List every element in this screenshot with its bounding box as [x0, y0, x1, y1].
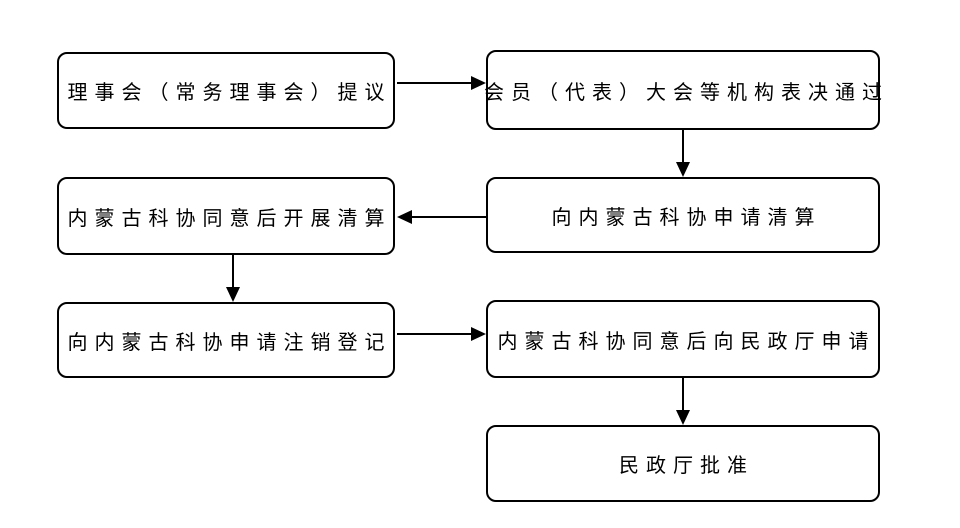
arrow-board-proposal-to-assembly-vote: [397, 76, 486, 90]
flow-node-label: 内蒙古科协同意后向民政厅申请: [497, 328, 876, 353]
flow-node-label: 民政厅批准: [619, 453, 754, 477]
flow-node-liquidation-carried-out: 内蒙古科协同意后开展清算: [57, 177, 395, 255]
flow-node-apply-civil-affairs: 内蒙古科协同意后向民政厅申请: [486, 300, 880, 378]
arrow-apply-civil-affairs-to-civil-affairs-approval: [676, 378, 690, 425]
flow-node-board-proposal: 理事会（常务理事会）提议: [57, 52, 395, 129]
flow-node-apply-liquidation: 向内蒙古科协申请清算: [486, 177, 880, 253]
arrow-assembly-vote-to-apply-liquidation: [676, 130, 690, 177]
flow-node-assembly-vote: 会员（代表）大会等机构表决通过: [484, 50, 882, 130]
flow-node-apply-deregistration: 向内蒙古科协申请注销登记: [57, 302, 395, 378]
flow-node-label: 内蒙古科协同意后开展清算: [67, 205, 392, 230]
arrow-apply-liquidation-to-liquidation-carried-out: [397, 210, 486, 224]
flow-node-label: 向内蒙古科协申请清算: [551, 204, 822, 229]
flow-node-label: 会员（代表）大会等机构表决通过: [484, 79, 889, 104]
flow-node-civil-affairs-approval: 民政厅批准: [486, 425, 880, 502]
flow-node-label: 理事会（常务理事会）提议: [67, 80, 392, 104]
flow-node-label: 向内蒙古科协申请注销登记: [67, 329, 392, 354]
arrow-liquidation-carried-out-to-apply-deregistration: [226, 255, 240, 302]
arrow-apply-deregistration-to-apply-civil-affairs: [397, 327, 486, 341]
